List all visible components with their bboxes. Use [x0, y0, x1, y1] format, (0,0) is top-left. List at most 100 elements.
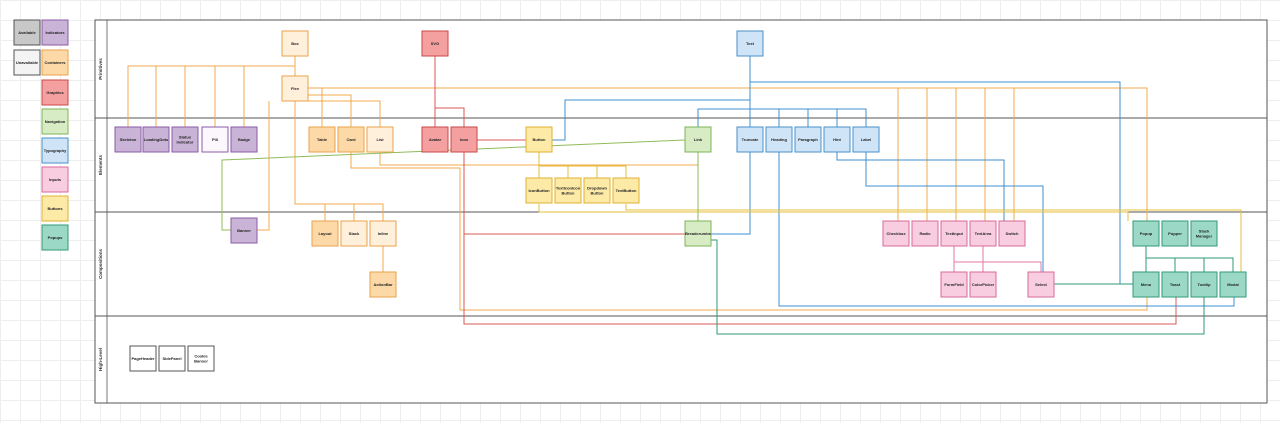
node-label: Badge	[238, 137, 251, 142]
dependency-edge	[538, 152, 627, 178]
node-label: Text	[746, 41, 755, 46]
node-box	[1190, 271, 1218, 298]
node-box	[340, 220, 368, 247]
node-box	[1161, 271, 1189, 298]
node-label: ActionBar	[373, 282, 393, 287]
node-text[interactable]: Text	[736, 30, 764, 57]
node-truncate[interactable]: Truncate	[736, 126, 764, 153]
legend-label: Graphics	[46, 90, 64, 95]
node-label: Popper	[1168, 231, 1182, 236]
node-box	[765, 126, 793, 153]
node-svg[interactable]: SVG	[421, 30, 449, 57]
node-label: PageHeader	[131, 356, 155, 361]
node-formfield[interactable]: FormField	[940, 271, 968, 298]
node-flex[interactable]: Flex	[281, 75, 309, 102]
node-label: Pill	[212, 137, 218, 142]
node-icon[interactable]: Icon	[450, 126, 478, 153]
lane-title: High-Level	[98, 348, 103, 371]
node-box	[823, 126, 851, 153]
node-heading[interactable]: Heading	[765, 126, 793, 153]
node-label: Tooltip	[1197, 282, 1211, 287]
dependency-edge	[750, 108, 867, 127]
node-box	[369, 271, 397, 298]
node-label: Select	[1035, 282, 1047, 287]
node-box[interactable]: Box	[281, 30, 309, 57]
node-textinput[interactable]: TextInput	[940, 220, 968, 247]
node-banner[interactable]: Banner	[230, 217, 258, 244]
legend-label: Unavailable	[16, 60, 39, 65]
node-label: Button	[533, 137, 546, 142]
legend-label: Navigation	[45, 119, 66, 124]
node-button[interactable]: Button	[525, 126, 553, 153]
node-link[interactable]: Link	[684, 126, 712, 153]
legend-label: Typography	[44, 148, 67, 153]
node-iconbutton[interactable]: IconButton	[525, 177, 553, 204]
node-box	[882, 220, 910, 247]
node-label: Icon	[460, 137, 469, 142]
node-textbutton[interactable]: TextButton	[612, 177, 640, 204]
node-menu[interactable]: Menu	[1132, 271, 1160, 298]
legend-label: Available	[18, 30, 36, 35]
node-list[interactable]: List	[366, 126, 394, 153]
node-badge[interactable]: Badge	[230, 126, 258, 153]
node-box	[525, 126, 553, 153]
node-label: Modal	[1227, 282, 1239, 287]
node-switch[interactable]: Switch	[998, 220, 1026, 247]
node-skeleton[interactable]: Skeleton	[114, 126, 142, 153]
node-hint[interactable]: Hint	[823, 126, 851, 153]
node-popper[interactable]: Popper	[1161, 220, 1189, 247]
node-tooltip[interactable]: Tooltip	[1190, 271, 1218, 298]
node-box	[940, 220, 968, 247]
node-label: TextArea	[975, 231, 993, 236]
node-box	[230, 217, 258, 244]
node-stack[interactable]: Stack	[340, 220, 368, 247]
node-box	[852, 126, 880, 153]
dependency-edge	[865, 152, 1044, 272]
node-label: Link	[694, 137, 703, 142]
dependency-edge	[625, 204, 1242, 272]
node-inline[interactable]: Inline	[369, 220, 397, 247]
node-label: Skeleton	[120, 137, 137, 142]
node-label: SVG	[431, 41, 439, 46]
node-box	[911, 220, 939, 247]
node-radio[interactable]: Radio	[911, 220, 939, 247]
node-modal[interactable]: Modal	[1219, 271, 1247, 298]
node-box	[736, 30, 764, 57]
node-box	[1132, 271, 1160, 298]
node-sidepanel[interactable]: SidePanel	[158, 345, 186, 372]
node-label: Card	[346, 137, 356, 142]
legend-label: Indicators	[45, 30, 65, 35]
node-select[interactable]: Select	[1027, 271, 1055, 298]
node-popup[interactable]: Popup	[1132, 220, 1160, 247]
lane-title: Compositions	[98, 249, 103, 279]
node-toast[interactable]: Toast	[1161, 271, 1189, 298]
node-paragraph[interactable]: Paragraph	[794, 126, 822, 153]
node-label: Heading	[771, 137, 787, 142]
node-actionbar[interactable]: ActionBar	[369, 271, 397, 298]
node-card[interactable]: Card	[337, 126, 365, 153]
node-checkbox[interactable]: Checkbox	[882, 220, 910, 247]
node-pagetemplate[interactable]: PageHeader	[129, 345, 157, 372]
node-box	[612, 177, 640, 204]
node-box	[969, 220, 997, 247]
node-box	[421, 30, 449, 57]
node-pill[interactable]: Pill	[201, 126, 229, 153]
node-textarea[interactable]: TextArea	[969, 220, 997, 247]
node-colorpicker[interactable]: ColorPicker	[969, 271, 997, 298]
node-breadcrumbs[interactable]: Breadcrumbs	[684, 220, 712, 247]
node-layout[interactable]: Layout	[311, 220, 339, 247]
node-label[interactable]: Label	[852, 126, 880, 153]
node-loadingdots[interactable]: LoadingDots	[142, 126, 170, 153]
node-box	[187, 345, 215, 372]
node-table[interactable]: Table	[308, 126, 336, 153]
node-box	[1132, 220, 1160, 247]
node-avatar[interactable]: Avatar	[421, 126, 449, 153]
dependency-edge	[538, 204, 1129, 221]
